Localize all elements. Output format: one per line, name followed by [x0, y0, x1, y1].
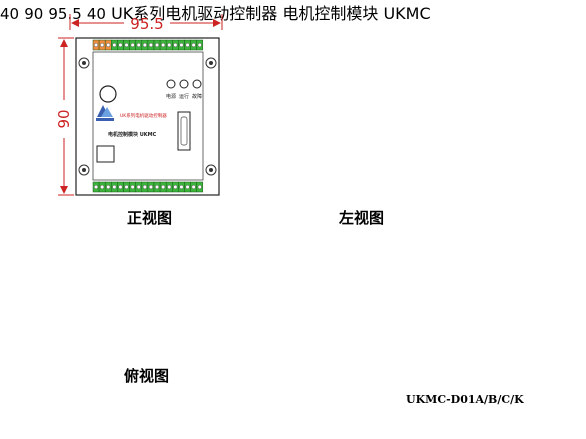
front-bottom-terminal-block: [92, 181, 204, 193]
iso-housing: UK系列电机驱动控制器 电机控制模块 UKMC 电源运行故障报警: [111, 4, 431, 23]
iso-side-face: UK系列电机驱动控制器 电机控制模块 UKMC 电源运行故障报警: [111, 4, 431, 23]
status-led: [166, 79, 176, 89]
top-width-dimension: 95.5: [48, 4, 87, 23]
front-module-title: UK系列电机驱动控制器: [120, 112, 167, 119]
left-view: 40 90: [0, 4, 48, 23]
status-led-label: 运行: [179, 93, 189, 100]
front-width-label: 95.5: [130, 15, 163, 33]
left-height-dimension: 90: [24, 4, 48, 23]
iso-module-name: 电机控制模块 UKMC: [282, 4, 431, 23]
left-view-caption: 左视图: [339, 209, 385, 227]
top-height-label: 40: [86, 5, 106, 23]
front-display-window: [96, 145, 115, 163]
iso-front-panel: UK系列电机驱动控制器 电机控制模块 UKMC 电源运行故障报警: [111, 4, 431, 23]
front-height-label: 90: [55, 109, 73, 128]
left-height-label: 90: [24, 5, 44, 23]
front-status-leds: 电源运行故障: [166, 79, 202, 100]
top-view-caption: 俯视图: [124, 367, 170, 385]
front-view-caption: 正视图: [127, 209, 173, 227]
status-led-label: 故障: [192, 93, 202, 100]
top-view: 95.5 40: [48, 4, 111, 23]
top-width-label: 95.5: [48, 5, 82, 23]
front-module-name: 电机控制模块 UKMC: [108, 131, 157, 138]
front-height-dimension: 90: [55, 37, 74, 196]
top-height-dimension: 40: [87, 4, 111, 23]
status-led: [192, 79, 202, 89]
model-number-label: UKMC-D01A/B/C/K: [406, 393, 524, 406]
iso-module-title: UK系列电机驱动控制器: [111, 4, 278, 23]
iso-potentiometer-knob: UK系列电机驱动控制器 电机控制模块 UKMC 电源运行故障报警: [111, 4, 431, 23]
potentiometer-knob: [99, 85, 117, 103]
left-width-label: 40: [0, 5, 20, 23]
iso-view: UK系列电机驱动控制器 电机控制模块 UKMC 电源运行故障报警: [111, 4, 431, 23]
front-top-terminal-block: [92, 39, 204, 51]
left-width-dimension: 40: [0, 4, 24, 23]
status-led: [179, 79, 189, 89]
logo-icon: [96, 105, 114, 121]
status-led-label: 电源: [166, 93, 176, 100]
front-width-dimension: 95.5: [69, 14, 223, 33]
front-view: 95.5 90 电源运行故障: [55, 14, 223, 196]
